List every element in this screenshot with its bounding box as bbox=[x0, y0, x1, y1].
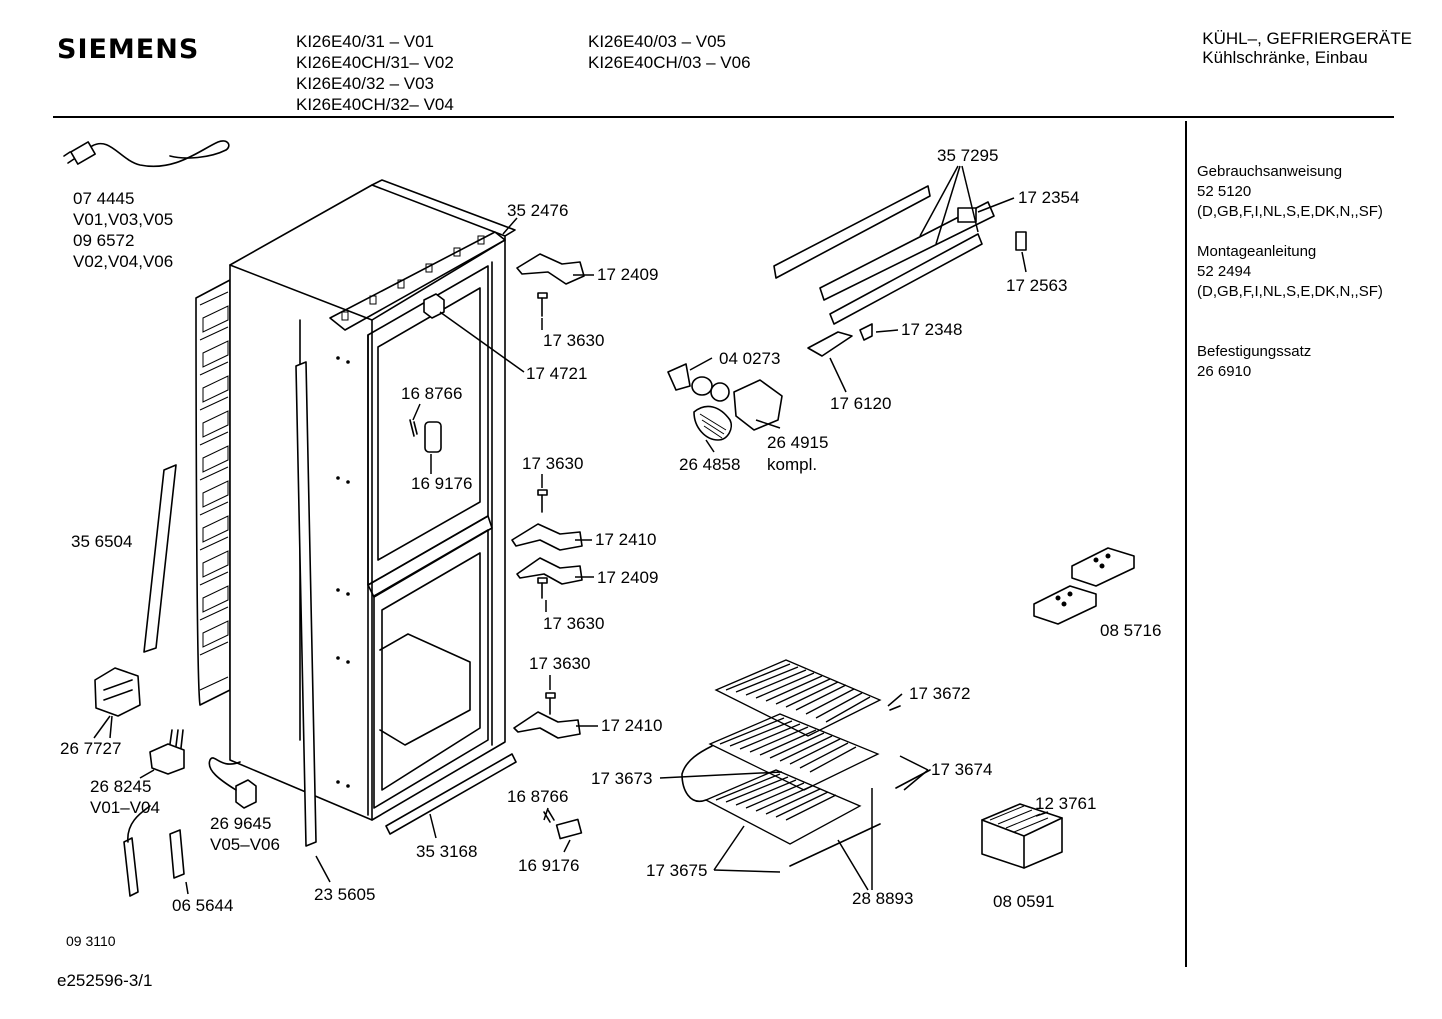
part-number: 35 6504 bbox=[71, 532, 133, 551]
part-number: 17 3630 bbox=[529, 654, 591, 673]
hinge-icon bbox=[511, 253, 585, 739]
category-subtitle: Kühlschränke, Einbau bbox=[1202, 48, 1368, 67]
doc-mounting-kit: Befestigungssatz 26 6910 bbox=[1197, 342, 1311, 382]
model-line: KI26E40/03 – V05 bbox=[588, 32, 727, 51]
part-number: 16 9176 bbox=[518, 856, 580, 875]
part-note: kompl. bbox=[767, 455, 818, 474]
part-number: 17 3630 bbox=[522, 454, 584, 473]
part-number: 08 5716 bbox=[1100, 621, 1162, 640]
lamp-assembly-icon bbox=[667, 363, 783, 441]
part-number: 17 2354 bbox=[1018, 188, 1080, 207]
header-divider bbox=[53, 116, 1394, 118]
part-number: 08 0591 bbox=[993, 892, 1055, 911]
part-number: 35 7295 bbox=[937, 146, 999, 165]
part-number: 17 6120 bbox=[830, 394, 892, 413]
part-number: 09 3110 bbox=[66, 933, 116, 949]
part-number: 17 3675 bbox=[646, 861, 708, 880]
variant-note: V02,V04,V06 bbox=[73, 252, 174, 271]
part-number: 17 3630 bbox=[543, 331, 605, 350]
part-number: 17 3630 bbox=[543, 614, 605, 633]
doc-title: Montageanleitung bbox=[1197, 243, 1317, 260]
model-line: KI26E40CH/31– V02 bbox=[296, 53, 454, 72]
part-number: 17 2409 bbox=[597, 568, 659, 587]
transformer-icon bbox=[94, 667, 257, 897]
part-number: 17 2410 bbox=[595, 530, 657, 549]
part-number: 17 2563 bbox=[1006, 276, 1068, 295]
variant-note: V01–V04 bbox=[90, 798, 160, 817]
part-number: 26 7727 bbox=[60, 739, 122, 758]
part-number: 17 4721 bbox=[526, 364, 588, 383]
model-line: KI26E40/32 – V03 bbox=[296, 74, 435, 93]
rail-assembly-icon bbox=[773, 185, 1027, 357]
base-strip-icon bbox=[385, 753, 517, 835]
model-list-2: KI26E40/03 – V05 KI26E40CH/03 – V06 bbox=[588, 31, 751, 73]
model-line: KI26E40CH/32– V04 bbox=[296, 95, 454, 114]
part-number: 09 6572 bbox=[73, 231, 135, 250]
model-line: KI26E40/31 – V01 bbox=[296, 32, 435, 51]
part-number: 17 2348 bbox=[901, 320, 963, 339]
ice-tray-icon bbox=[1033, 547, 1135, 625]
doc-number: 26 6910 bbox=[1197, 363, 1252, 380]
part-number: 07 4445 bbox=[73, 189, 135, 208]
condenser-grille-icon bbox=[195, 279, 231, 706]
part-number: 35 3168 bbox=[416, 842, 478, 861]
part-number: 12 3761 bbox=[1035, 794, 1097, 813]
screw-icon bbox=[537, 292, 556, 715]
part-number: 28 8893 bbox=[852, 889, 914, 908]
doc-installation: Montageanleitung 52 2494 (D,GB,F,I,NL,S,… bbox=[1197, 242, 1383, 302]
part-number: 35 2476 bbox=[507, 201, 569, 220]
part-number: 16 8766 bbox=[507, 787, 569, 806]
part-number: 23 5605 bbox=[314, 885, 376, 904]
brand-logo: SIEMENS bbox=[57, 34, 200, 65]
part-number: 26 9645 bbox=[210, 814, 272, 833]
part-number: 17 2409 bbox=[597, 265, 659, 284]
doc-number: 52 5120 bbox=[1197, 183, 1252, 200]
part-number: 17 3673 bbox=[591, 769, 653, 788]
part-number: 06 5644 bbox=[172, 896, 234, 915]
doc-title: Gebrauchsanweisung bbox=[1197, 163, 1343, 180]
ice-box-icon bbox=[981, 803, 1063, 869]
variant-note: V01,V03,V05 bbox=[73, 210, 174, 229]
power-cord-icon bbox=[63, 140, 230, 168]
document-code: e252596-3/1 bbox=[57, 971, 153, 990]
category-heading: KÜHL–, GEFRIERGERÄTE Kühlschränke, Einba… bbox=[1202, 29, 1412, 67]
cover-strip-icon bbox=[295, 361, 317, 847]
door-seal-strip-icon bbox=[143, 464, 177, 653]
doc-languages: (D,GB,F,I,NL,S,E,DK,N,,SF) bbox=[1197, 203, 1383, 220]
part-number: 17 3672 bbox=[909, 684, 971, 703]
part-number: 17 3674 bbox=[931, 760, 993, 779]
category-title: KÜHL–, GEFRIERGERÄTE bbox=[1202, 29, 1412, 48]
part-number: 17 2410 bbox=[601, 716, 663, 735]
doc-languages: (D,GB,F,I,NL,S,E,DK,N,,SF) bbox=[1197, 283, 1383, 300]
doc-number: 52 2494 bbox=[1197, 263, 1252, 280]
part-number: 26 4915 bbox=[767, 433, 829, 452]
model-line: KI26E40CH/03 – V06 bbox=[588, 53, 751, 72]
part-number: 26 8245 bbox=[90, 777, 152, 796]
evaporator-coil-icon bbox=[681, 659, 931, 867]
fridge-cabinet-icon bbox=[229, 179, 516, 821]
part-number: 16 9176 bbox=[411, 474, 473, 493]
doc-title: Befestigungssatz bbox=[1197, 343, 1312, 360]
model-list-1: KI26E40/31 – V01 KI26E40CH/31– V02 KI26E… bbox=[296, 31, 454, 115]
leader-lines bbox=[93, 165, 1049, 895]
part-number: 16 8766 bbox=[401, 384, 463, 403]
part-number: 04 0273 bbox=[719, 349, 781, 368]
part-number: 26 4858 bbox=[679, 455, 741, 474]
variant-note: V05–V06 bbox=[210, 835, 280, 854]
clip-icon bbox=[409, 419, 583, 840]
doc-manual: Gebrauchsanweisung 52 5120 (D,GB,F,I,NL,… bbox=[1197, 162, 1383, 222]
sidebar-divider bbox=[1185, 121, 1187, 967]
